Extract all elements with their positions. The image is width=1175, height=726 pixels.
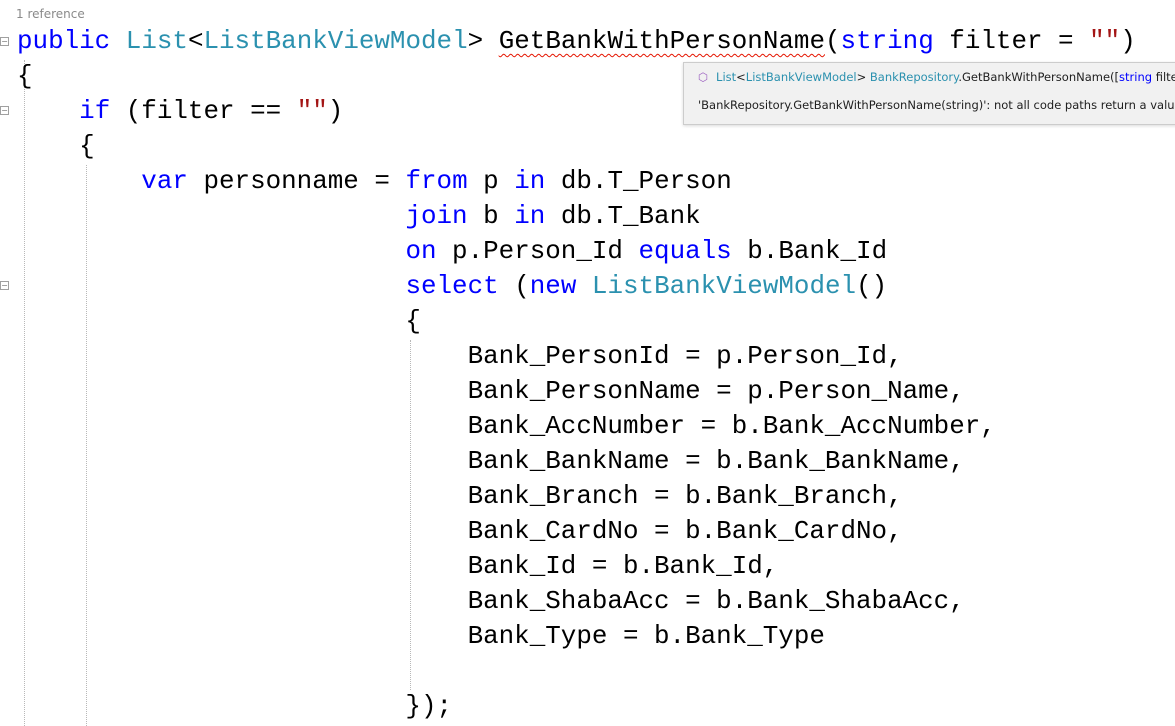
code-token: [17, 96, 79, 126]
code-token: ): [327, 96, 344, 126]
keyword-token: string: [1119, 70, 1153, 84]
code-line[interactable]: {: [17, 59, 1136, 94]
code-token: [17, 271, 405, 301]
code-token: {: [17, 131, 95, 161]
code-token: (filter ==: [110, 96, 297, 126]
code-token: <: [736, 70, 746, 84]
collapse-select-icon[interactable]: −: [0, 281, 9, 290]
code-token: [17, 166, 141, 196]
error-tooltip: ⬡ List<ListBankViewModel> BankRepository.…: [683, 62, 1175, 125]
code-token: [576, 271, 592, 301]
string-token: "": [1089, 26, 1121, 56]
code-line[interactable]: join b in db.T_Bank: [17, 199, 1136, 234]
type-token: BankRepository: [869, 70, 959, 84]
code-line[interactable]: [17, 654, 1136, 689]
keyword-token: from: [405, 166, 468, 196]
code-token: ): [1120, 26, 1136, 56]
code-token: personname =: [187, 166, 406, 196]
code-token: Bank_BankName = b.Bank_BankName,: [17, 446, 965, 476]
code-line[interactable]: });: [17, 689, 1136, 724]
string-token: "": [296, 96, 328, 126]
code-line[interactable]: {: [17, 304, 1136, 339]
error-squiggle-token[interactable]: GetBankWithPersonName: [498, 26, 825, 56]
collapse-method-icon[interactable]: −: [0, 37, 9, 46]
indent-guide: [86, 165, 87, 726]
code-token: filter =: [933, 26, 1090, 56]
code-token: Bank_Type = b.Bank_Type: [17, 621, 825, 651]
code-editor[interactable]: public List<ListBankViewModel> GetBankWi…: [17, 24, 1136, 724]
type-token: List: [716, 70, 737, 84]
keyword-token: in: [514, 166, 546, 196]
type-token: ListBankViewModel: [203, 26, 468, 56]
code-line[interactable]: Bank_PersonName = p.Person_Name,: [17, 374, 1136, 409]
code-token: Bank_CardNo = b.Bank_CardNo,: [17, 516, 903, 546]
code-line[interactable]: var personname = from p in db.T_Person: [17, 164, 1136, 199]
code-line[interactable]: Bank_PersonId = p.Person_Id,: [17, 339, 1136, 374]
code-line[interactable]: Bank_Type = b.Bank_Type: [17, 619, 1136, 654]
code-line[interactable]: Bank_Branch = b.Bank_Branch,: [17, 479, 1136, 514]
code-line[interactable]: Bank_ShabaAcc = b.Bank_ShabaAcc,: [17, 584, 1136, 619]
code-token: [17, 236, 405, 266]
code-token: [110, 26, 126, 56]
code-token: Bank_Id = b.Bank_Id,: [17, 551, 779, 581]
codelens-references[interactable]: 1 reference: [16, 7, 85, 21]
code-token: [: [1114, 70, 1120, 84]
keyword-token: select: [405, 271, 499, 301]
code-token: [17, 201, 405, 231]
tooltip-error-message: 'BankRepository.GetBankWithPersonName(st…: [698, 98, 1175, 112]
code-token: (: [498, 271, 530, 301]
code-line[interactable]: if (filter == ""): [17, 94, 1136, 129]
code-token: Bank_ShabaAcc = b.Bank_ShabaAcc,: [17, 586, 965, 616]
code-token: Bank_AccNumber = b.Bank_AccNumber,: [17, 411, 996, 441]
code-line[interactable]: public List<ListBankViewModel> GetBankWi…: [17, 24, 1136, 59]
code-token: Bank_Branch = b.Bank_Branch,: [17, 481, 903, 511]
indent-guide: [24, 60, 25, 726]
type-token: ListBankViewModel: [745, 70, 857, 84]
tooltip-signature: ⬡ List<ListBankViewModel> BankRepository.…: [698, 70, 1175, 84]
code-line[interactable]: on p.Person_Id equals b.Bank_Id: [17, 234, 1136, 269]
code-line[interactable]: Bank_BankName = b.Bank_BankName,: [17, 444, 1136, 479]
indent-guide: [410, 340, 411, 690]
code-token: });: [17, 691, 453, 721]
code-token: b.Bank_Id: [731, 236, 888, 266]
keyword-token: if: [79, 96, 111, 126]
code-line[interactable]: {: [17, 129, 1136, 164]
code-token: >: [467, 26, 499, 56]
code-token: Bank_PersonName = p.Person_Name,: [17, 376, 965, 406]
code-token: Bank_PersonId = p.Person_Id,: [17, 341, 903, 371]
code-token: p: [467, 166, 515, 196]
code-token: {: [17, 61, 33, 91]
keyword-token: string: [840, 26, 934, 56]
code-token: db.T_Bank: [545, 201, 701, 231]
code-line[interactable]: select (new ListBankViewModel(): [17, 269, 1136, 304]
code-line[interactable]: Bank_CardNo = b.Bank_CardNo,: [17, 514, 1136, 549]
code-token: {: [17, 306, 421, 336]
code-line[interactable]: Bank_AccNumber = b.Bank_AccNumber,: [17, 409, 1136, 444]
code-token: b: [467, 201, 515, 231]
keyword-token: on: [405, 236, 437, 266]
code-token: >: [856, 70, 870, 84]
code-token: .GetBankWithPersonName(: [958, 70, 1115, 84]
keyword-token: public: [17, 26, 111, 56]
type-token: List: [125, 26, 188, 56]
code-token: p.Person_Id: [436, 236, 639, 266]
code-token: (: [824, 26, 841, 56]
code-token: (): [856, 271, 888, 301]
method-cube-icon: ⬡: [698, 70, 709, 84]
collapse-if-icon[interactable]: −: [0, 106, 9, 115]
code-token: filter =: [1155, 70, 1175, 84]
keyword-token: equals: [638, 236, 732, 266]
keyword-token: join: [405, 201, 468, 231]
code-token: <: [187, 26, 204, 56]
keyword-token: new: [529, 271, 577, 301]
code-line[interactable]: Bank_Id = b.Bank_Id,: [17, 549, 1136, 584]
type-token: ListBankViewModel: [591, 271, 857, 301]
keyword-token: var: [141, 166, 188, 196]
code-token: db.T_Person: [545, 166, 732, 196]
keyword-token: in: [514, 201, 546, 231]
